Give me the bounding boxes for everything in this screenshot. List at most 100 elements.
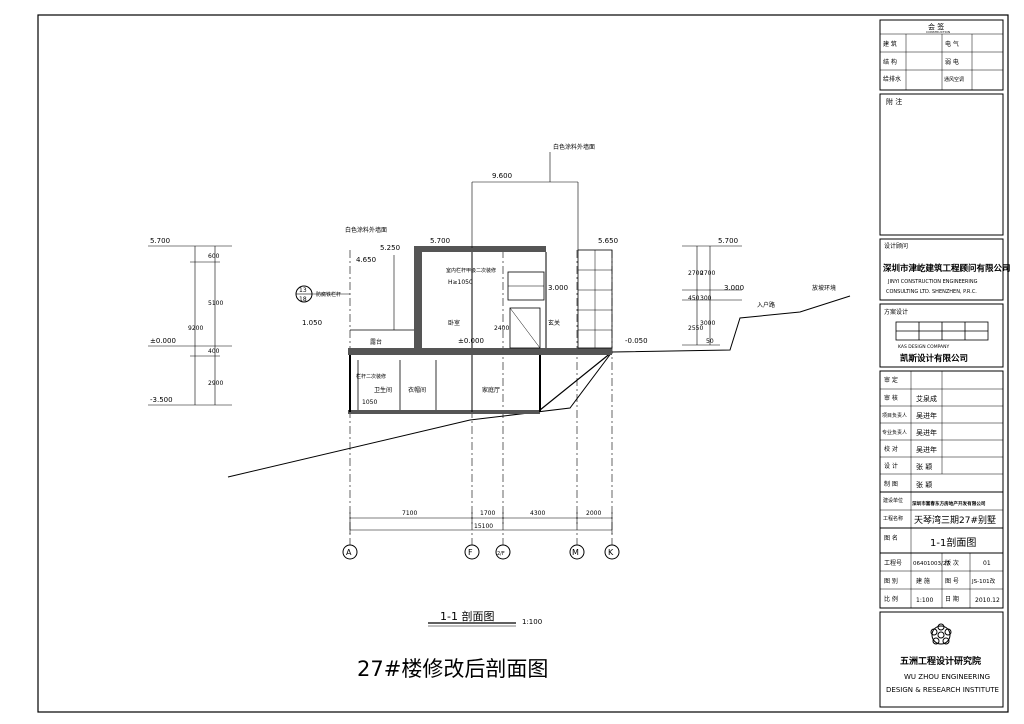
- left-dim-400: 400: [208, 348, 220, 355]
- right-level-top: 5.700: [718, 237, 738, 245]
- staff-role-5: 设 计: [884, 462, 898, 470]
- right-level-mid: 3.000: [724, 284, 744, 292]
- sign-row-1-right: 弱 电: [945, 58, 959, 66]
- institute-en1: WU ZHOU ENGINEERING: [904, 673, 990, 681]
- elev-zero: ±0.000: [458, 337, 484, 345]
- detail-top-no: 13: [299, 287, 307, 294]
- ground-line: [227, 351, 613, 478]
- axis-bubble-a: [342, 544, 358, 560]
- callout-mid: 白色涂料外墙面: [345, 226, 387, 234]
- bottom-dim-3: 2000: [586, 510, 601, 517]
- right-dim-1: 2700: [700, 270, 715, 277]
- sheet-no: JS-101改: [971, 577, 996, 585]
- room-bath: 卫生间: [374, 386, 392, 394]
- left-level-top: 5.700: [150, 237, 170, 245]
- right-dim-3: 2550: [688, 325, 703, 332]
- edition-label: 版 次: [945, 559, 959, 567]
- consultant-label: 设计顾问: [884, 242, 908, 250]
- axis-label-2f: 2/F: [497, 551, 505, 557]
- drawing-name-label: 图 名: [884, 534, 898, 542]
- staff-name-1: 艾泉成: [916, 394, 937, 403]
- kas-cn: 凯斯设计有限公司: [900, 353, 968, 364]
- elev-5250: 5.250: [380, 244, 400, 252]
- room-terrace: 露台: [370, 338, 382, 346]
- edition: 01: [983, 560, 991, 567]
- retaining-wall: [539, 351, 613, 411]
- sign-row-0-right: 电 气: [945, 40, 959, 48]
- axis-label-k: K: [608, 548, 614, 557]
- total-dim: 15100: [474, 523, 493, 530]
- date-label: 日 期: [945, 595, 959, 603]
- drawing-name: 1-1剖面图: [930, 536, 976, 549]
- institute-logo: [930, 623, 952, 645]
- note-railing2: 栏杆二次装修: [356, 373, 386, 380]
- bottom-dim-1: 1700: [480, 510, 495, 517]
- drawing-labels: 5.700 ±0.000 -3.500 600 5100 9200 400 29…: [150, 143, 836, 681]
- bottom-dim-0: 7100: [402, 510, 417, 517]
- left-dim-600: 600: [208, 253, 220, 260]
- elev-3000: 3.000: [548, 284, 568, 292]
- axis-bubble-2f: [495, 544, 511, 560]
- scale: 1:100: [916, 597, 933, 604]
- left-dim-5100: 5100: [208, 300, 223, 307]
- dim-2400: 2400: [494, 325, 509, 332]
- view-title: 1-1 剖面图: [440, 609, 494, 623]
- elev-1050: 1.050: [302, 319, 322, 327]
- sign-row-0-left: 建 筑: [883, 40, 897, 48]
- scheme-label: 方案设计: [884, 308, 908, 316]
- basement-slab: [348, 410, 540, 414]
- right-dim-6: 50: [706, 338, 714, 345]
- right-dim-4: 450: [688, 295, 700, 302]
- right-dim-2: 3000: [700, 320, 715, 327]
- floor-slab: [348, 348, 612, 355]
- axis-label-m: M: [572, 548, 579, 557]
- client-name: 深圳市富春东方房地产开发有限公司: [912, 500, 986, 507]
- note-slope: 放坡环境: [812, 284, 836, 292]
- top-span-dim: 9.600: [492, 172, 512, 180]
- staff-name-3: 吴进年: [916, 428, 937, 437]
- staff-role-2: 项目负责人: [882, 412, 907, 419]
- axis-bubble-m: [569, 544, 585, 560]
- staff-name-4: 吴进年: [916, 445, 937, 454]
- countersign-label: 会 签: [928, 22, 944, 31]
- room-bedroom: 卧室: [448, 319, 460, 327]
- notes-label: 附 注: [886, 97, 902, 106]
- elev-5650: 5.650: [598, 237, 618, 245]
- right-dim-5: 300: [700, 295, 712, 302]
- consultant-en2: CONSULTING LTD. SHENZHEN, P.R.C.: [886, 289, 977, 295]
- bottom-dim-2: 4300: [530, 510, 545, 517]
- date: 2010.12: [975, 597, 1000, 604]
- drawing-big-title: 27#楼修改后剖面图: [357, 657, 548, 681]
- elev-4650: 4.650: [356, 256, 376, 264]
- view-scale: 1:100: [522, 618, 542, 626]
- consultant-en1: JINYI CONSTRUCTION ENGINEERING: [887, 279, 978, 285]
- left-level-zero: ±0.000: [150, 337, 176, 345]
- right-level-low: -0.050: [625, 337, 648, 345]
- elev-5700: 5.700: [430, 237, 450, 245]
- section-drawing: [148, 152, 851, 627]
- ground-line-right: [611, 295, 851, 353]
- title-block-text: 会 签 CONSTRUCTION 建 筑 电 气 结 构 弱 电 给排水 通风空…: [882, 22, 1011, 694]
- job-no: 06401003/27: [913, 561, 950, 567]
- staff-role-4: 校 对: [884, 445, 898, 453]
- left-dim-9200: 9200: [188, 325, 203, 332]
- room-lobby: 玄关: [548, 319, 560, 327]
- title-block: [879, 19, 1004, 708]
- staff-role-6: 制 图: [884, 480, 898, 488]
- room-family: 家庭厅: [482, 386, 500, 394]
- sign-row-2-right: 通风空调: [944, 76, 964, 83]
- sign-row-1-left: 结 构: [883, 58, 897, 66]
- job-no-label: 工程号: [884, 559, 902, 567]
- kas-en: KAS DESIGN COMPANY: [898, 344, 949, 350]
- staff-name-6: 张 颖: [916, 480, 932, 489]
- axis-bubble-f: [464, 544, 480, 560]
- left-level-bottom: -3.500: [150, 396, 173, 404]
- sheet-no-label: 图 号: [945, 578, 959, 585]
- category: 建 施: [916, 577, 930, 585]
- callout-top: 白色涂料外墙面: [553, 143, 595, 151]
- institute-en2: DESIGN & RESEARCH INSTITUTE: [886, 686, 999, 694]
- staff-role-1: 审 核: [884, 394, 898, 402]
- project-name: 天琴湾三期27#别墅: [914, 514, 996, 526]
- staff-name-5: 张 颖: [916, 462, 932, 471]
